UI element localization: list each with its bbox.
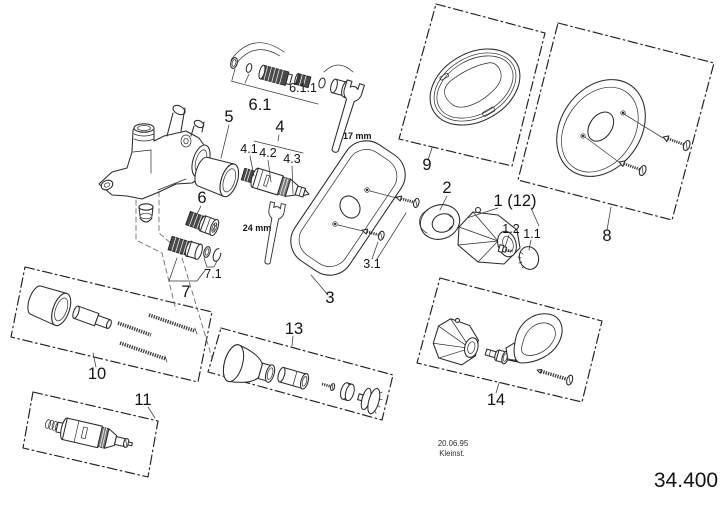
cartridge-4 — [240, 167, 310, 198]
hidden-line-body-down — [135, 199, 177, 311]
part-label-5: 5 — [224, 108, 233, 126]
check-valve-insert-6-1-1 — [294, 73, 312, 89]
knob-pin — [474, 206, 482, 214]
body-top-outlet — [172, 104, 186, 116]
cartridge-11 — [55, 417, 133, 449]
trim-plate-8 — [556, 79, 691, 177]
valve-body — [98, 104, 211, 223]
part-label-1-2: 1.2 — [502, 222, 519, 236]
grohe-logo-mark — [439, 73, 449, 81]
part-label-4: 4 — [275, 118, 284, 136]
body-foot-port — [100, 179, 114, 191]
part-label-8: 8 — [602, 227, 611, 245]
drawing-number: 34.400 — [654, 469, 718, 492]
extension-sleeve — [27, 285, 72, 327]
o-ring — [318, 77, 326, 89]
stop-ring-2 — [419, 204, 461, 240]
footer-name: Kleinst. — [439, 449, 465, 458]
volume-trim-kit-13 — [222, 344, 383, 415]
kit-box-13 — [207, 327, 394, 421]
part-label-2: 2 — [442, 179, 451, 197]
extension-screw — [119, 341, 167, 361]
kit14-knob — [432, 317, 479, 366]
part-label-11: 11 — [134, 391, 151, 409]
sleeve-5 — [194, 156, 240, 198]
plate-3-hole — [339, 195, 361, 219]
part-label-14: 14 — [487, 391, 505, 409]
extension-kit-10 — [27, 285, 198, 363]
part-label-6: 6 — [197, 189, 206, 207]
wrench-24mm-icon — [264, 201, 286, 265]
kit-box-14 — [416, 277, 603, 403]
escutcheon-plate-3 — [290, 140, 420, 276]
hidden-line-body-to-box13 — [158, 182, 213, 359]
part-label-7-1: 7.1 — [204, 267, 221, 281]
trim-plate-9 — [429, 48, 521, 126]
coupling-6 — [185, 211, 220, 237]
plate-8-screw — [662, 135, 691, 152]
handle-knob-1 — [457, 206, 540, 270]
extension-screw — [117, 321, 152, 337]
part-label-13: 13 — [285, 320, 303, 338]
lever-handle-kit-14 — [432, 313, 574, 386]
o-ring — [230, 57, 238, 69]
footer-date: 20.06.95 — [438, 439, 469, 448]
screw-3-1 — [395, 195, 420, 208]
part-label-6-1: 6.1 — [249, 96, 272, 114]
wrench-17-label: 17 mm — [343, 131, 372, 141]
o-ring — [245, 63, 253, 73]
kit-box-11 — [22, 391, 159, 478]
trim-knob — [357, 387, 383, 415]
part-label-1: 1 (12) — [493, 192, 536, 210]
check-valve-cartridge — [258, 64, 293, 86]
grohe-logo-mark — [482, 106, 496, 117]
part-label-3: 3 — [325, 289, 334, 307]
kit-box-10 — [10, 266, 213, 383]
part-label-6-1-1: 6.1.1 — [289, 81, 317, 95]
kit-box-9 — [398, 3, 546, 167]
extension-spindle — [72, 305, 112, 329]
plug-7-group — [167, 235, 222, 262]
wrench-17mm-icon — [331, 79, 365, 153]
part-label-3-1: 3.1 — [363, 257, 380, 271]
cartridge-kit-11 — [44, 417, 133, 449]
kit14-lever-handle — [505, 313, 563, 364]
snap-ring-7-1 — [212, 248, 222, 262]
screw-1-2 — [497, 244, 514, 253]
part-label-1-1: 1.1 — [523, 227, 540, 241]
trim-sleeve — [277, 366, 310, 390]
part-label-9: 9 — [422, 156, 431, 174]
plate-8-screw — [618, 160, 647, 177]
part-label-4-1: 4.1 — [240, 142, 257, 156]
wrench-24-label: 24 mm — [243, 223, 272, 233]
part-label-7: 7 — [181, 283, 190, 301]
trim-screw — [321, 382, 336, 391]
part-label-4-3: 4.3 — [283, 152, 300, 166]
body-bottom-plug — [138, 203, 154, 223]
kit14-screw — [536, 368, 574, 386]
part-label-4-2: 4.2 — [259, 146, 276, 160]
screw-3-1 — [361, 228, 385, 241]
plate-9-cutout — [444, 62, 502, 108]
part-label-10: 10 — [88, 365, 106, 383]
cap-1-1 — [517, 246, 540, 270]
trim-cap — [339, 382, 355, 402]
kit14-adapter-screw — [484, 348, 510, 365]
leader-lines — [92, 68, 612, 419]
extension-screw — [148, 313, 196, 333]
bell-escutcheon — [222, 344, 276, 383]
o-ring-7-1 — [203, 246, 211, 258]
